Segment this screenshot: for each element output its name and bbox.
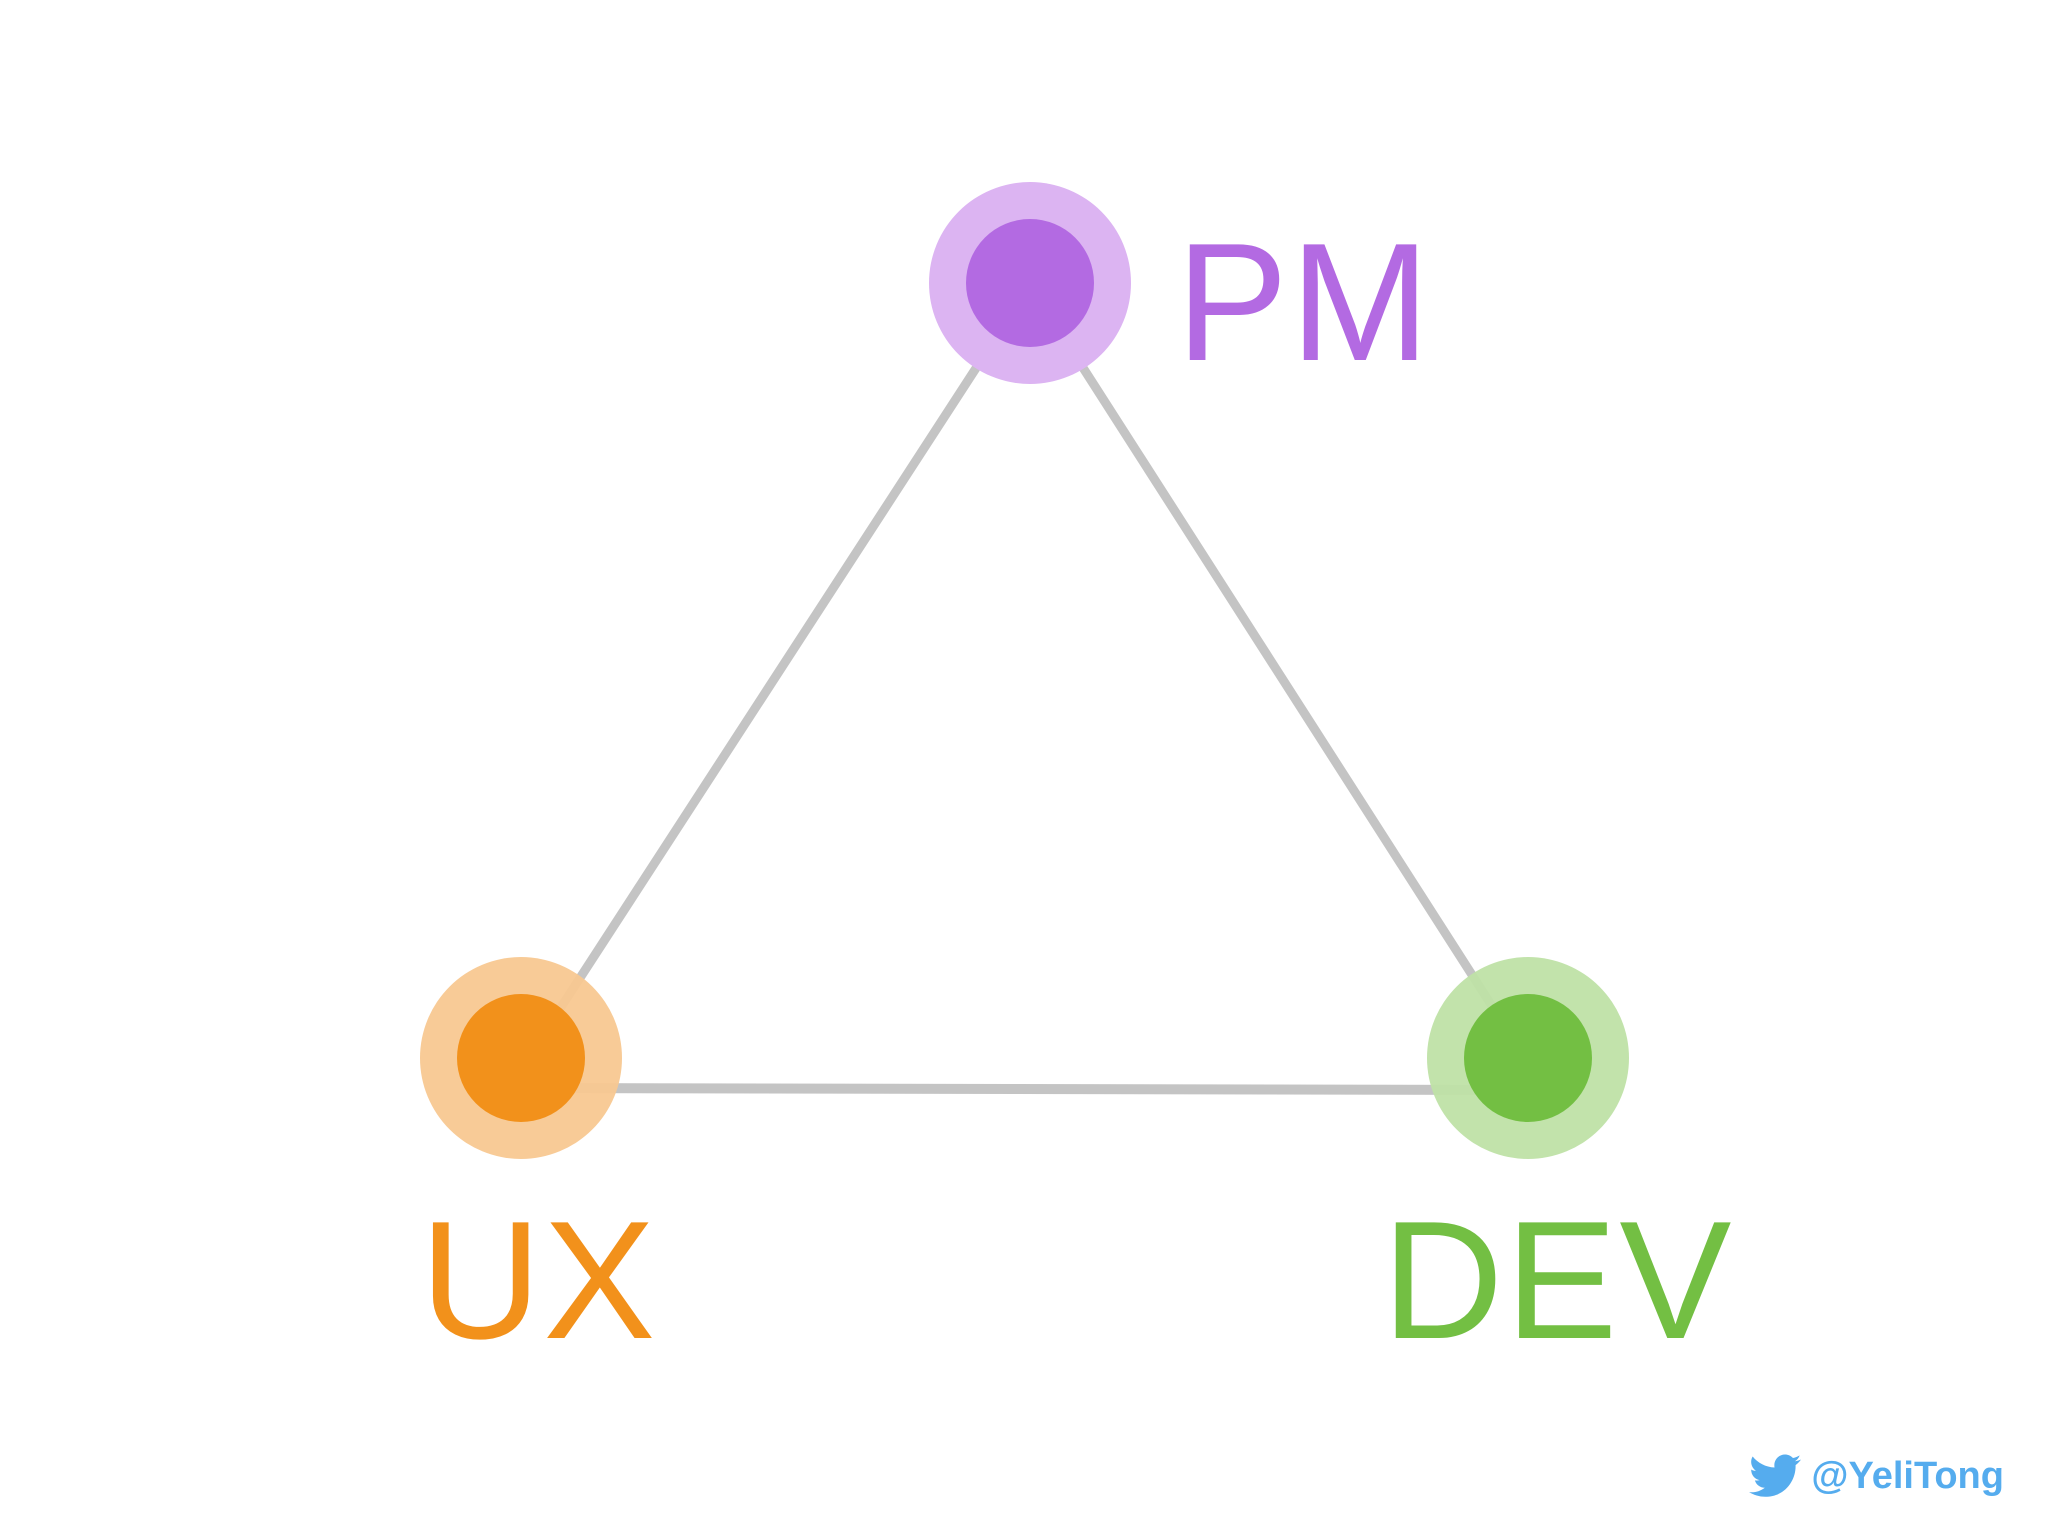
edge-pm-dev bbox=[1025, 280, 1529, 1061]
node-dev-core bbox=[1464, 994, 1592, 1122]
edges-group bbox=[523, 280, 1529, 1095]
edge-pm-ux bbox=[523, 280, 1035, 1063]
nodes-group bbox=[420, 182, 1629, 1159]
edge-ux-dev bbox=[523, 1083, 1529, 1095]
node-pm bbox=[929, 182, 1131, 384]
node-label-dev: DEV bbox=[1382, 1186, 1734, 1374]
twitter-bird-icon bbox=[1749, 1454, 1802, 1498]
node-pm-core bbox=[966, 219, 1094, 347]
node-ux-core bbox=[457, 994, 585, 1122]
credit[interactable]: @YeliTong bbox=[1749, 1454, 2004, 1498]
node-label-pm: PM bbox=[1176, 208, 1432, 396]
node-label-ux: UX bbox=[420, 1186, 658, 1374]
node-ux bbox=[420, 957, 622, 1159]
credit-handle: @YeliTong bbox=[1811, 1454, 2004, 1497]
node-dev bbox=[1427, 957, 1629, 1159]
